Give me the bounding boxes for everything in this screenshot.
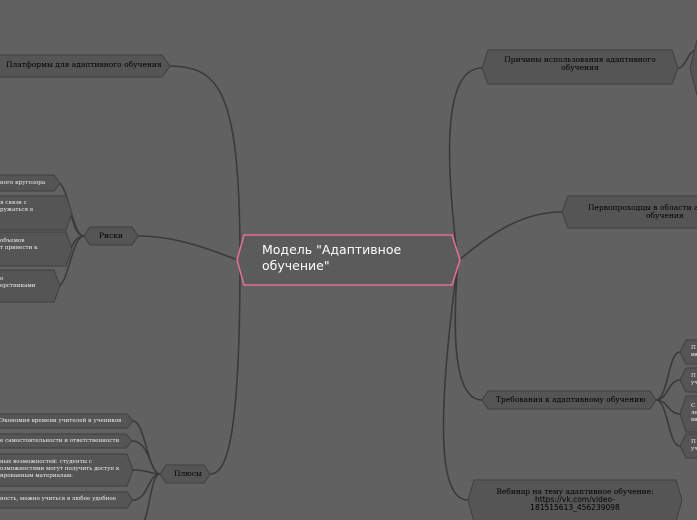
req-item-4-line-2: уч [691, 446, 697, 452]
connector-req-1 [655, 351, 681, 401]
connector-plus-1 [132, 420, 161, 475]
pioneers-label-line-2: обучения [646, 211, 684, 220]
risk-items [0, 174, 73, 303]
plus-item-4: ность, можно учиться в любое удобное [0, 496, 116, 503]
risk-item-3: объемов т привести к [0, 238, 38, 252]
req-item-box-4[interactable] [679, 433, 697, 459]
risk-item-3-line-1: объемов [0, 238, 25, 244]
connector-plus-2 [131, 440, 161, 475]
connector-req-4 [655, 399, 681, 447]
risk-item-box-1[interactable] [0, 174, 61, 192]
webinar-node[interactable] [467, 479, 683, 520]
requirement-items [679, 339, 697, 459]
risk-item-box-2[interactable] [0, 195, 73, 231]
plus-item-3-line-3: ированным материалам. [0, 473, 73, 479]
pluses-label: Плюсы [174, 469, 203, 478]
reasons-label-line-2: обучения [561, 63, 599, 72]
risk-item-2-line-2: ружаться в [0, 207, 34, 213]
connector-webinar [442, 260, 469, 501]
req-item-2-line-1: П [691, 373, 696, 379]
req-item-2-line-2: уч [691, 380, 697, 386]
webinar-label: Вебинар на тему адаптивное обучение: htt… [476, 488, 674, 512]
plus-item-box-2[interactable] [0, 433, 133, 449]
risk-item-4: о ерстниками [0, 276, 36, 290]
connector-req-2 [655, 379, 681, 401]
plus-items [0, 413, 134, 509]
connector-requirements [454, 260, 483, 401]
plus-item-box-4[interactable] [0, 491, 134, 509]
risk-item-box-3[interactable] [0, 231, 73, 267]
req-item-3-line-1: С [691, 403, 696, 409]
plus-item-4-line-1: ность, можно учиться в любое удобное [0, 496, 117, 502]
connector-pioneers [457, 211, 563, 262]
risk-item-2-line-1: я связи с [0, 200, 27, 206]
plus-item-2: е самостоятельности и ответственности [0, 438, 119, 445]
pioneers-label-line-1: Первопроходцы в области а [588, 203, 697, 212]
connector-risk-2 [69, 212, 85, 237]
plus-item-3-line-1: ных возможностей: студенты с [0, 459, 93, 465]
central-node-label: Модель "Адаптивное обучение" [262, 242, 450, 274]
connector-risk-4 [57, 235, 85, 287]
plus-item-box-3[interactable] [0, 453, 134, 487]
risk-item-4-line-1: о [0, 276, 4, 282]
reasons-label: Причины использования адаптивного обучен… [490, 56, 670, 72]
risk-item-1-line-1: ного кругозора [0, 180, 46, 186]
req-item-3-line-3: ви [691, 417, 697, 423]
req-item-box-3[interactable] [679, 395, 697, 433]
req-item-1: П ви [691, 345, 697, 359]
reasons-label-line-1: Причины использования адаптивного [504, 55, 656, 64]
plus-item-1-line-1: Экономия времени учителей и учеников [0, 418, 122, 424]
plus-item-1: Экономия времени учителей и учеников [0, 418, 121, 425]
req-item-4: П уч [691, 439, 697, 453]
plus-item-2-line-1: е самостоятельности и ответственности [0, 438, 120, 444]
req-item-box-2[interactable] [679, 367, 697, 393]
plus-item-3: ных возможностей: студенты с озможностям… [0, 459, 119, 480]
platforms-node[interactable] [0, 54, 171, 78]
risks-node[interactable] [83, 226, 139, 246]
webinar-link-line-2[interactable]: 181515613_456239098 [530, 503, 620, 512]
requirements-node[interactable] [481, 390, 657, 410]
risk-item-box-4[interactable] [0, 269, 61, 303]
req-item-3-line-2: ле [691, 410, 697, 416]
req-item-3: С ле ви [691, 403, 697, 424]
webinar-link-line-1[interactable]: https://vk.com/video- [535, 495, 615, 504]
requirements-label: Требования к адаптивному обучению [496, 395, 646, 404]
pioneers-node[interactable] [561, 195, 697, 229]
reasons-node[interactable] [481, 49, 679, 85]
risk-item-3-line-2: т привести к [0, 245, 38, 251]
central-node-shape[interactable] [236, 234, 461, 286]
plus-item-box-1[interactable] [0, 413, 134, 429]
platforms-label: Платформы для адаптивного обучения [6, 60, 162, 69]
connector-risks [137, 235, 241, 262]
req-item-1-line-1: П [691, 345, 696, 351]
webinar-label-line-1: Вебинар на тему адаптивное обучение: [496, 487, 654, 496]
req-item-1-line-2: ви [691, 352, 697, 358]
central-title-line-2: обучение" [262, 258, 330, 273]
plus-item-3-line-2: озможностями могут получить доступ к [0, 466, 120, 472]
connector-reasons [448, 67, 483, 262]
reasons-child-node[interactable] [689, 39, 697, 96]
risk-item-2: я связи с ружаться в [0, 200, 33, 214]
risks-label: Риски [99, 231, 123, 240]
req-item-4-line-1: П [691, 439, 696, 445]
connector-platforms [167, 65, 241, 262]
connector-plus-5 [143, 473, 161, 520]
req-item-box-1[interactable] [679, 339, 697, 365]
risk-item-1: ного кругозора [0, 180, 45, 187]
connectors [57, 49, 697, 520]
req-item-2: П уч [691, 373, 697, 387]
central-title-line-1: Модель "Адаптивное [262, 242, 402, 257]
pioneers-label: Первопроходцы в области а обучения [588, 204, 697, 220]
connector-pluses [209, 260, 241, 475]
pluses-node[interactable] [159, 464, 211, 484]
risk-item-4-line-2: ерстниками [0, 283, 36, 289]
